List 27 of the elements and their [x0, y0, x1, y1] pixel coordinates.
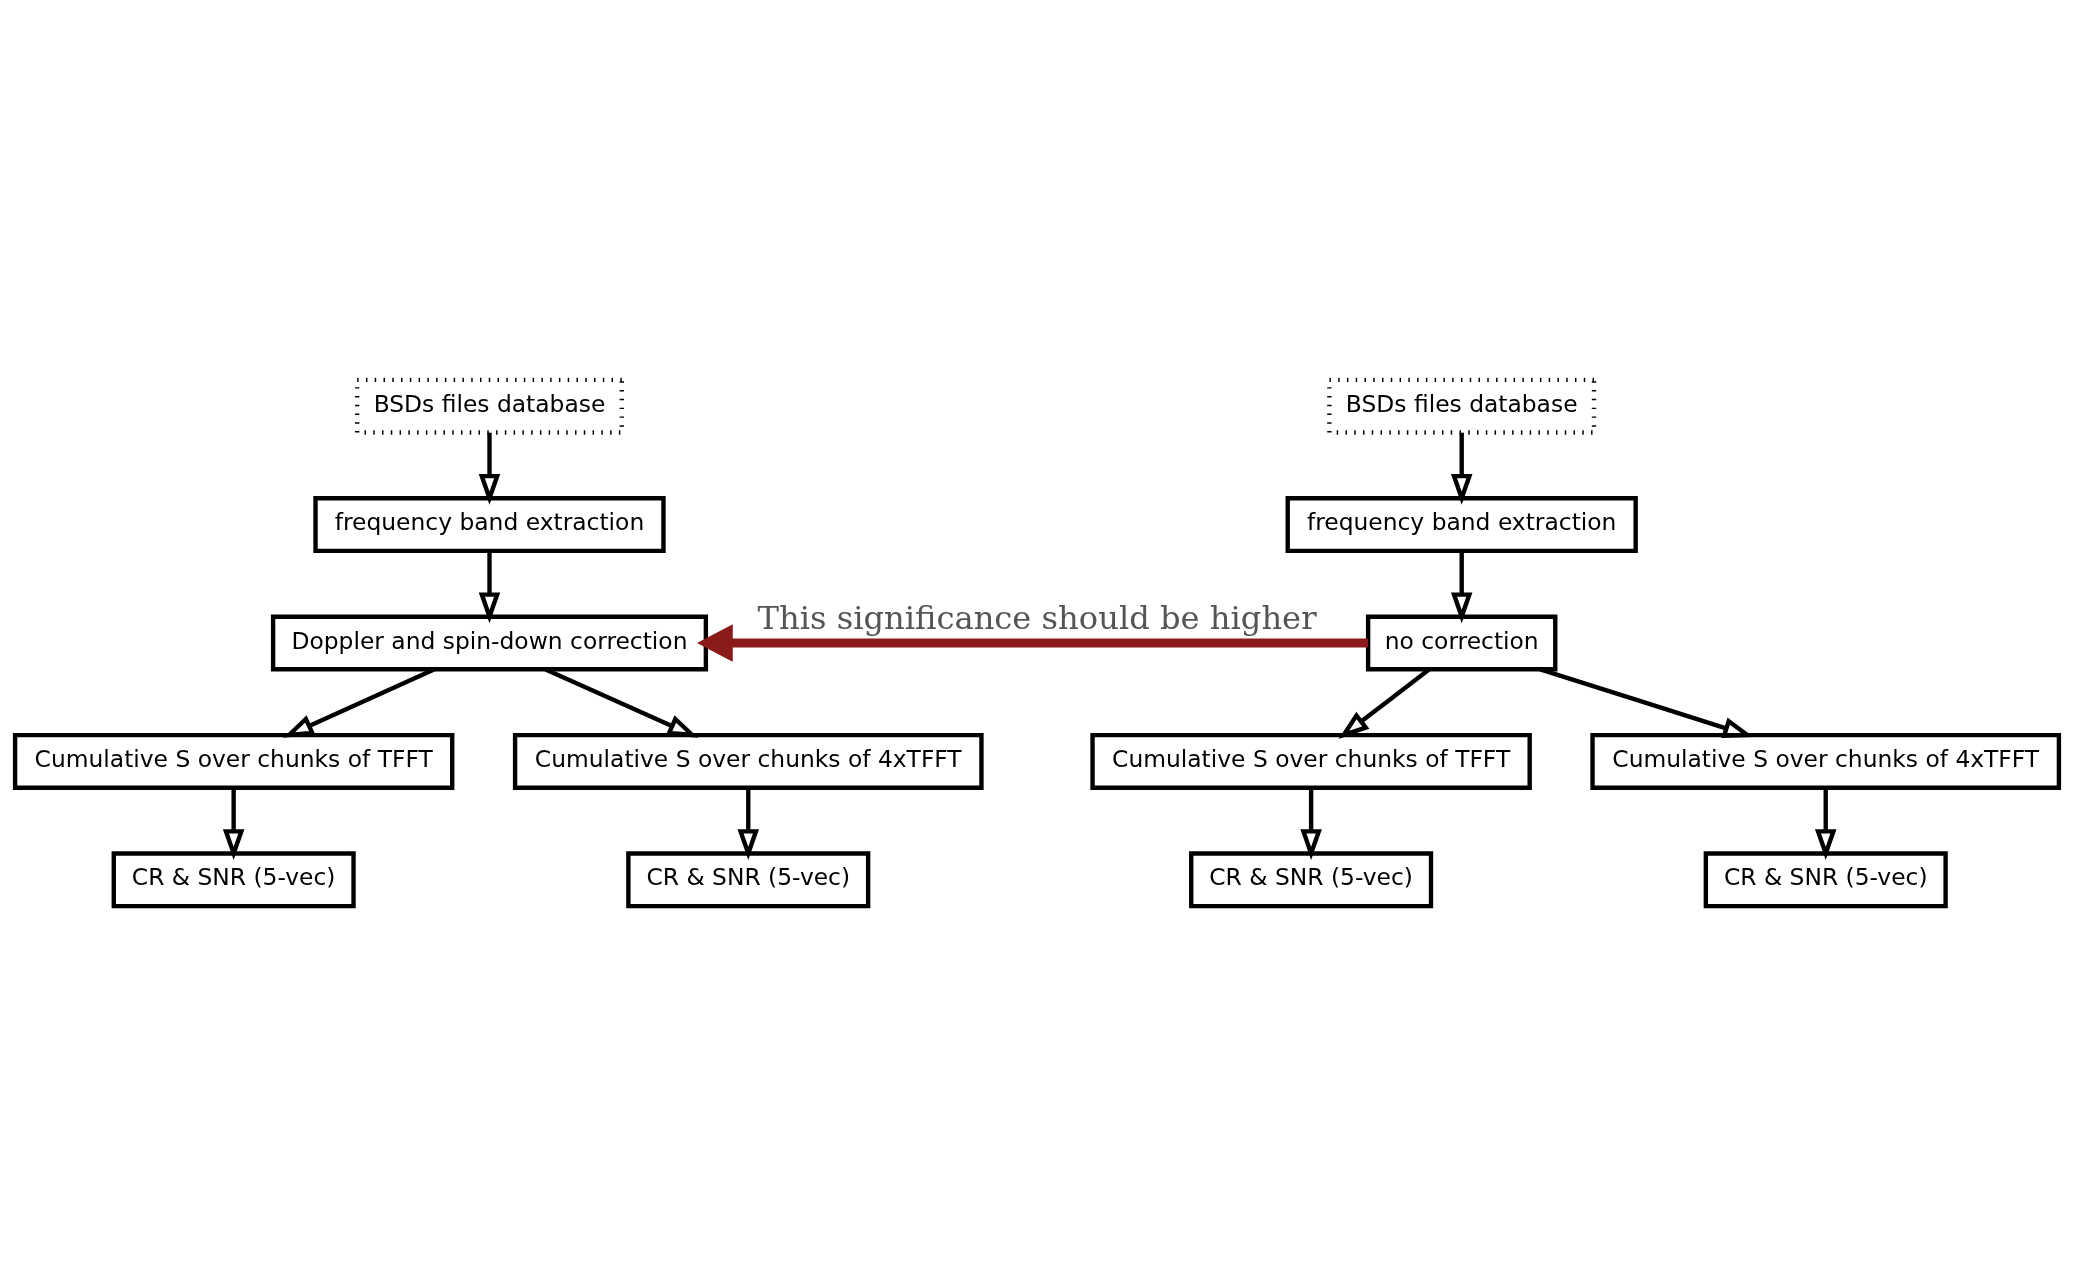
node-box: CR & SNR (5-vec)	[626, 850, 871, 908]
arrow	[1814, 787, 1837, 860]
arrow	[1300, 787, 1322, 860]
arrow	[1450, 550, 1473, 623]
node-box: BSDs files database	[1327, 377, 1597, 435]
node-box: frequency band extraction	[1285, 495, 1638, 553]
node-box: CR & SNR (5-vec)	[1189, 850, 1434, 908]
node-box: frequency band extraction	[313, 495, 666, 553]
arrow	[737, 787, 760, 860]
arrow	[283, 667, 435, 738]
arrow	[478, 432, 501, 505]
arrow	[222, 787, 245, 860]
node-box: Cumulative S over chunks of TFFT	[1090, 732, 1532, 790]
edge-label: This significance should be higher	[757, 598, 1317, 637]
arrow	[1450, 432, 1473, 505]
node-box: Cumulative S over chunks of 4xTFFT	[1590, 732, 2062, 790]
arrow	[697, 623, 1369, 662]
node-box: CR & SNR (5-vec)	[111, 850, 356, 908]
node-box: BSDs files database	[355, 377, 624, 435]
node-box: CR & SNR (5-vec)	[1703, 850, 1948, 908]
node-box: Cumulative S over chunks of 4xTFFT	[512, 732, 984, 790]
arrow	[544, 667, 699, 738]
arrow	[478, 550, 501, 623]
node-box: no correction	[1365, 614, 1558, 671]
arrow	[1539, 666, 1754, 738]
node-box: Doppler and spin-down correction	[270, 614, 709, 671]
node-box: Cumulative S over chunks of TFFT	[12, 732, 455, 790]
